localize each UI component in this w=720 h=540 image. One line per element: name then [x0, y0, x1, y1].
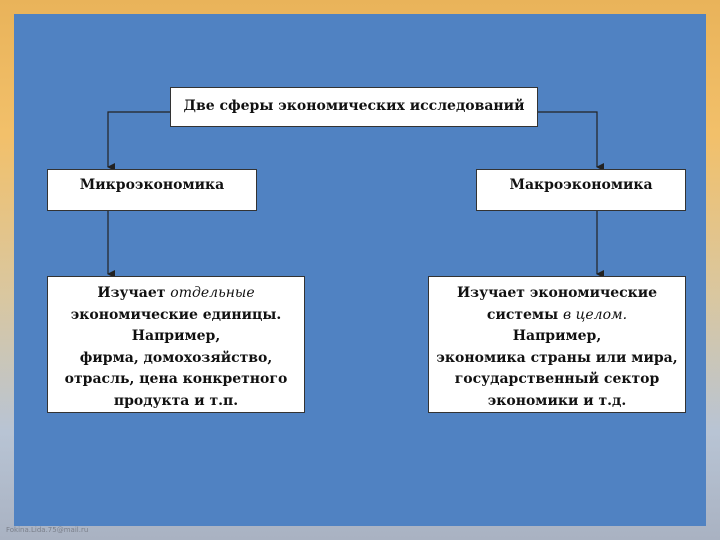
macroeconomics-description: Изучает экономические системы в целом. Н…: [428, 276, 686, 413]
slide-canvas: Две сферы экономических исследований Мик…: [14, 14, 706, 526]
connector-title-to-macro: [538, 111, 604, 171]
micro-desc-line-4: фирма, домохозяйство,: [79, 349, 273, 366]
connector-title-to-micro: [107, 111, 170, 171]
connectors: [107, 111, 604, 278]
micro-desc-line-1-text: Изучает: [97, 285, 171, 301]
macro-desc-line-1: Изучает экономические: [456, 285, 658, 301]
macro-desc-line-2-text: системы: [486, 306, 564, 323]
macroeconomics-box: Макроэкономика: [476, 169, 686, 211]
micro-desc-line-2: экономические единицы.: [70, 306, 282, 323]
macro-desc-line-2: системы в целом.: [429, 305, 685, 327]
micro-desc-line-6: продукта и т.п.: [113, 392, 239, 409]
macro-desc-line-5: государственный сектор: [454, 371, 660, 387]
macro-desc-line-4: экономика страны или мира,: [436, 349, 678, 366]
macro-desc-line-6: экономики и т.д.: [487, 392, 627, 409]
micro-desc-line-1: Изучает отдельные: [48, 283, 304, 305]
macroeconomics-heading: Макроэкономика: [509, 177, 653, 193]
micro-desc-line-1-italic: отдельные: [170, 285, 255, 301]
microeconomics-box: Микроэкономика: [47, 169, 257, 211]
micro-desc-line-3: Например,: [131, 328, 221, 344]
microeconomics-heading: Микроэкономика: [79, 177, 225, 193]
micro-desc-line-5: отрасль, цена конкретного: [64, 371, 288, 387]
author-email-footer: Fokina.Lida.75@mail.ru: [6, 526, 89, 534]
microeconomics-description: Изучает отдельные экономические единицы.…: [47, 276, 305, 413]
macro-desc-line-3: Например,: [512, 328, 602, 344]
diagram-title: Две сферы экономических исследований: [183, 98, 525, 114]
diagram-title-box: Две сферы экономических исследований: [170, 87, 538, 127]
macro-desc-line-2-italic: в целом.: [563, 306, 628, 323]
